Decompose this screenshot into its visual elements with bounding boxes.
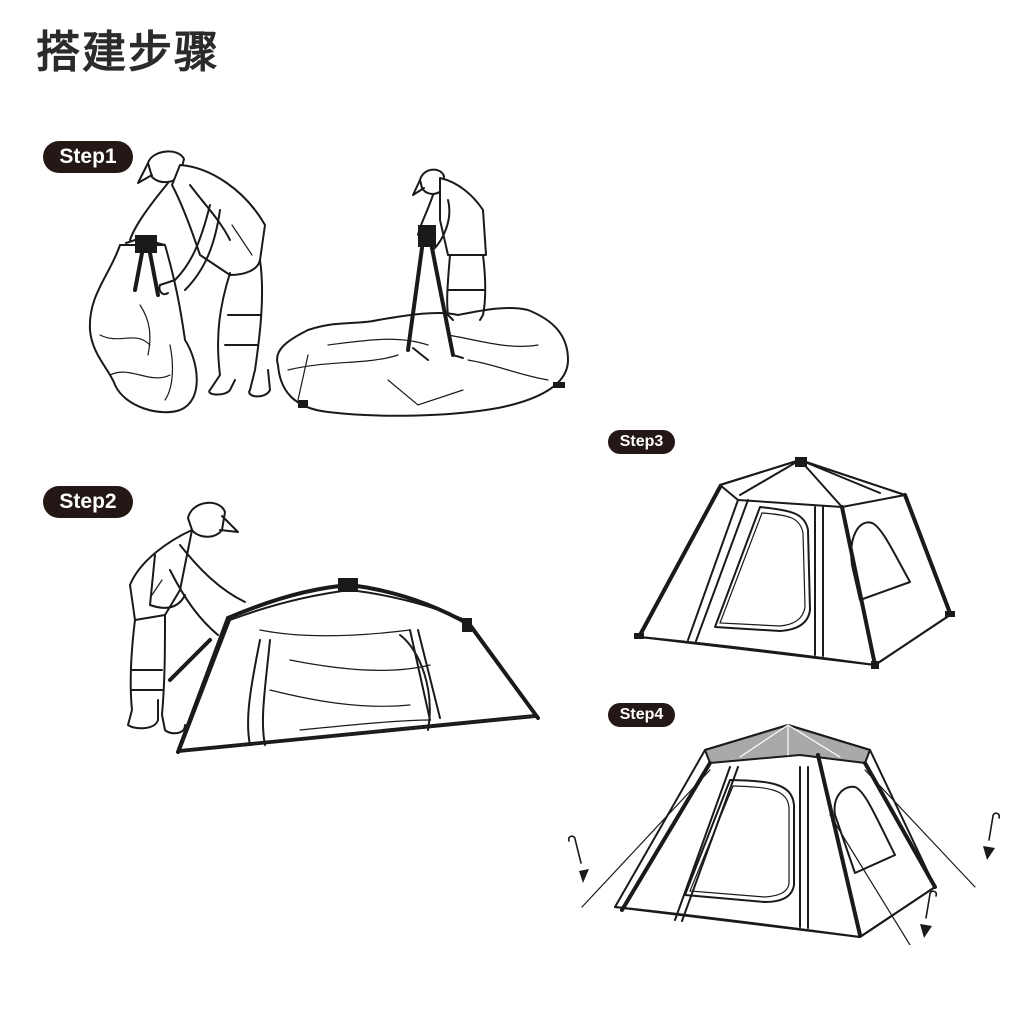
step2-badge: Step2 (43, 486, 133, 518)
step1-badge: Step1 (43, 141, 133, 173)
step4-badge: Step4 (608, 703, 675, 727)
step1-illustration-unpacking (80, 145, 280, 420)
step4-illustration (560, 715, 1010, 946)
step2-illustration (110, 490, 545, 760)
step1-illustration-spreading (268, 160, 573, 420)
stake-peg-icon (975, 810, 1005, 865)
step3-illustration (620, 455, 960, 675)
page-title: 搭建步骤 (36, 27, 220, 78)
stake-peg-icon (563, 833, 593, 888)
stake-peg-icon (912, 888, 942, 943)
step3-badge: Step3 (608, 430, 675, 454)
